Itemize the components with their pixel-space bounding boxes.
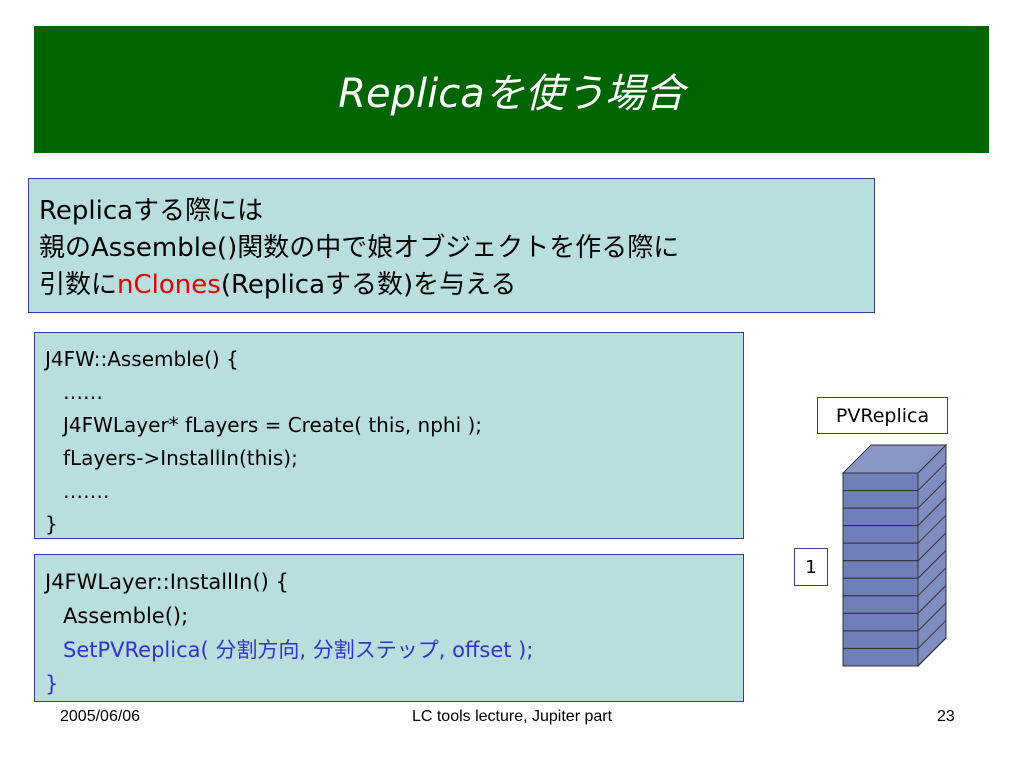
title-bar: Replicaを使う場合 — [34, 26, 989, 153]
stack-side-line — [917, 567, 947, 597]
stack-segment — [842, 647, 919, 667]
stack-side-line — [917, 602, 947, 632]
stack-segment — [842, 560, 919, 579]
slide-title: Replicaを使う場合 — [338, 70, 685, 117]
footer-date: 2005/06/06 — [60, 708, 141, 725]
replica-stack-diagram — [841, 443, 948, 668]
stack-side-face — [917, 443, 947, 668]
stack-segment — [842, 612, 919, 632]
footer-title: LC tools lecture, Jupiter part — [411, 708, 613, 725]
stack-segments — [842, 472, 919, 667]
stack-side-line — [917, 620, 947, 649]
stack-segment — [842, 577, 919, 597]
nclones-highlight: nClones — [117, 270, 221, 300]
intro-box: Replicaする際には 親のAssemble()関数の中で娘オブジェクトを作る… — [28, 178, 875, 313]
code-line: fLayers->InstallIn(this); — [63, 446, 298, 470]
stack-side-line — [917, 497, 947, 526]
stack-side-line — [917, 637, 947, 667]
code-line: …… — [63, 380, 103, 404]
setpvreplica-line: SetPVReplica( 分割方向, 分割ステップ, offset ); — [63, 638, 534, 662]
stack-segment — [842, 507, 919, 527]
stack-side-line — [917, 585, 947, 614]
stack-side-line — [917, 549, 947, 579]
pvreplica-label: PVReplica — [817, 397, 948, 434]
stack-side-line — [917, 479, 947, 509]
stack-segment — [842, 542, 919, 562]
assemble-code-box: J4FW::Assemble() { …… J4FWLayer* fLayers… — [34, 332, 744, 539]
code-line: } — [45, 512, 58, 536]
page-number: 23 — [937, 708, 955, 725]
stack-side-line — [917, 532, 947, 562]
intro-line-2: 親のAssemble()関数の中で娘オブジェクトを作る際に — [39, 233, 680, 263]
stack-segment — [842, 630, 919, 649]
code-line: } — [45, 672, 59, 696]
stack-segment — [842, 525, 919, 544]
code-line: J4FWLayer* fLayers = Create( this, nphi … — [63, 413, 483, 437]
code-line: Assemble(); — [63, 604, 189, 628]
stack-segment — [842, 595, 919, 614]
stack-segment — [842, 490, 919, 509]
stack-side-line — [917, 462, 947, 491]
intro-line-1: Replicaする際には — [39, 196, 264, 226]
stack-segment — [842, 472, 919, 492]
stack-side-line — [917, 514, 947, 544]
intro-line-3-suffix: (Replicaする数)を与える — [220, 270, 517, 300]
intro-line-3: 引数にnClones(Replicaする数)を与える — [39, 267, 874, 304]
intro-line-3-prefix: 引数に — [39, 270, 118, 300]
replica-count-label: 1 — [794, 548, 828, 586]
code-line: J4FWLayer::InstallIn() { — [45, 570, 289, 594]
code-line: J4FW::Assemble() { — [45, 347, 239, 371]
stack-side-lines — [917, 462, 947, 667]
code-line: ……. — [63, 479, 110, 503]
installin-code-box: J4FWLayer::InstallIn() { Assemble(); Set… — [34, 554, 744, 702]
